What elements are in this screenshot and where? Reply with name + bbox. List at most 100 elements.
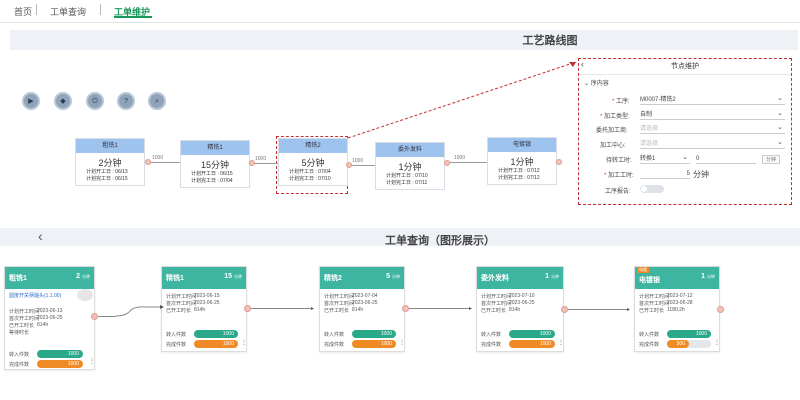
order-card-link[interactable]: 圆度开关柄轴头(1.1.00) <box>5 292 94 299</box>
order-card-qty-value: 15 <box>224 273 233 280</box>
in-label: 转入件数 <box>639 332 660 338</box>
order-card-qty-unit: 分钟 <box>392 274 400 279</box>
vendor-select[interactable]: 请选择⌄ <box>640 124 785 134</box>
center-select[interactable]: 请选择⌄ <box>640 139 785 149</box>
route-node-end: 计划完工日 : 06/15 <box>86 176 128 182</box>
used-value: 1180.2h <box>667 307 685 313</box>
route-port[interactable] <box>346 162 352 168</box>
route-port[interactable] <box>145 159 151 165</box>
idle-key: 等待时长 <box>9 330 30 336</box>
wait-unit-button[interactable]: 分钟 <box>762 155 781 164</box>
popup-back-icon[interactable]: ‹ <box>581 59 584 69</box>
more-icon[interactable]: ⋮ <box>89 359 95 365</box>
card-port[interactable] <box>717 306 724 313</box>
order-card-link-text: 圆度开关柄轴头(1.1.00) <box>9 293 62 299</box>
route-node-end: 计划完工日 : 07/11 <box>386 180 428 186</box>
start-value: 2023-06-15 <box>194 293 220 299</box>
done-progress-bar: 1000 <box>37 360 83 368</box>
used-key: 已开工时长 <box>639 308 665 314</box>
zoom-icon[interactable]: ⌕ <box>148 92 166 110</box>
card-port[interactable] <box>561 306 568 313</box>
node-maintenance-popup <box>578 58 792 205</box>
route-panel-header <box>10 30 798 50</box>
report-label: 工序报告: <box>605 189 631 195</box>
route-port[interactable] <box>556 159 562 165</box>
route-port[interactable] <box>444 160 450 166</box>
end-key: 首次开工时间 <box>9 316 40 322</box>
tab-home[interactable]: 首页 <box>14 7 33 17</box>
card-connector <box>409 308 471 309</box>
route-node[interactable]: 委外发料 1分钟 计划开工日 : 07/10 计划完工日 : 07/11 <box>375 142 445 190</box>
end-value: 2023-06-28 <box>667 300 693 306</box>
more-icon[interactable]: ⋮ <box>399 340 405 346</box>
help-icon[interactable]: ? <box>117 92 135 110</box>
more-icon[interactable]: ⋮ <box>241 340 247 346</box>
in-progress-bar: 1000 <box>194 330 238 338</box>
card-port[interactable] <box>91 313 98 320</box>
type-select[interactable]: 自制⌄ <box>640 110 785 120</box>
route-node[interactable]: 电镀银 1分钟 计划开工日 : 07/12 计划完工日 : 07/12 <box>487 137 557 185</box>
order-card-header: 粗铣1 2 分钟 <box>5 267 94 289</box>
order-card-name: 电镀银 <box>639 277 660 284</box>
more-icon[interactable]: ⋮ <box>558 340 564 346</box>
route-node-name: 电镀银 <box>488 138 556 152</box>
tab-order-maintain[interactable]: 工单维护 <box>114 7 151 17</box>
in-label: 转入件数 <box>324 332 345 338</box>
route-link-label: 1000 <box>255 156 267 162</box>
order-card-qty-value: 1 <box>545 273 550 280</box>
tab-order-query[interactable]: 工单查询 <box>50 7 87 17</box>
route-title: 工艺路线图 <box>522 35 578 47</box>
route-node[interactable]: 粗铣1 2分钟 计划开工日 : 06/13 计划完工日 : 06/15 <box>75 138 145 186</box>
arrow-right-icon: ▸ <box>469 306 473 312</box>
route-node-end: 计划完工日 : 07/10 <box>289 176 331 182</box>
start-value: 2023-07-12 <box>667 293 693 299</box>
route-node-duration: 2分钟 <box>98 158 122 168</box>
route-port[interactable] <box>249 160 255 166</box>
card-port[interactable] <box>244 305 251 312</box>
order-card-qty-unit: 分钟 <box>82 274 90 279</box>
nav-divider <box>0 22 800 23</box>
process-label-text: 工序: <box>616 99 630 105</box>
route-node[interactable]: 精铣1 15分钟 计划开工日 : 06/15 计划完工日 : 07/04 <box>180 140 250 188</box>
route-node-start: 计划开工日 : 07/10 <box>386 173 428 179</box>
eye-icon[interactable]: ◆ <box>54 92 72 110</box>
proc-value-input[interactable]: 5 <box>640 169 690 179</box>
end-value: 2023-06-25 <box>194 300 220 306</box>
power-icon[interactable]: ⏻ <box>86 92 104 110</box>
wait-value-input[interactable]: 0 <box>696 154 756 164</box>
start-value: 2023-06-13 <box>37 308 63 314</box>
start-value: 2023-07-10 <box>509 293 535 299</box>
order-card-header: 委外发料 1 分钟 <box>477 267 563 289</box>
back-icon[interactable]: ‹ <box>38 228 43 244</box>
play-icon[interactable]: ▶ <box>22 92 40 110</box>
more-icon[interactable]: ⋮ <box>714 340 720 346</box>
used-value: 814h <box>194 307 206 313</box>
process-select[interactable]: M0007-精铣2⌄ <box>640 95 785 105</box>
wait-unit-select[interactable]: 转换1⌄ <box>640 154 690 164</box>
done-label: 完成件数 <box>166 342 187 348</box>
done-label: 完成件数 <box>639 342 660 348</box>
in-progress-bar: 1000 <box>37 350 83 358</box>
route-node-name: 精铣1 <box>181 141 249 155</box>
card-badge: 电镀 <box>637 267 649 273</box>
done-progress-bar: 1000 <box>509 340 555 348</box>
card-port[interactable] <box>402 305 409 312</box>
report-toggle[interactable] <box>640 185 664 193</box>
popup-section-toggle[interactable]: ⌄ 序内容 <box>584 81 609 87</box>
route-node-start: 计划开工日 : 07/04 <box>289 169 331 175</box>
route-link <box>253 163 278 164</box>
in-progress-bar: 1000 <box>509 330 555 338</box>
used-key: 已开工时长 <box>324 308 350 314</box>
